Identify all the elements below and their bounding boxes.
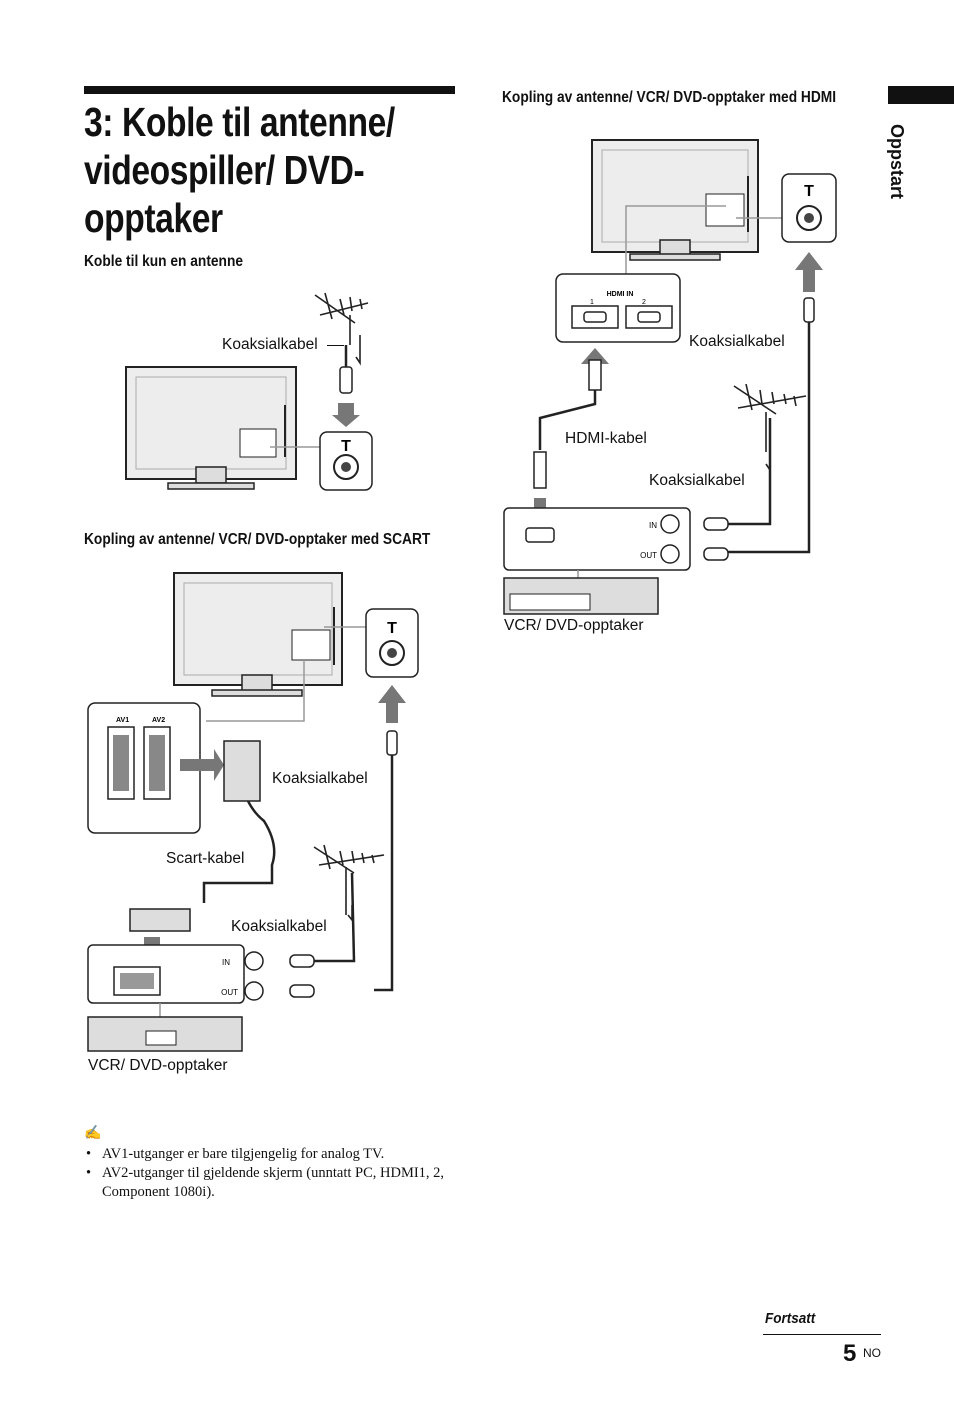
tv-back-icon: [125, 366, 297, 490]
antenna-only-diagram: T: [125, 292, 373, 491]
tv-back-icon: [173, 572, 343, 697]
footer-rule: [763, 1334, 881, 1335]
side-tab-bar: [888, 86, 954, 104]
note-item: AV2-utganger til gjeldende skjerm (unnta…: [84, 1164, 464, 1202]
svg-text:1: 1: [590, 299, 594, 306]
recorder-label-scart: VCR/ DVD-opptaker: [88, 1057, 228, 1074]
recorder-label-hdmi: VCR/ DVD-opptaker: [504, 617, 644, 634]
section-hdmi-heading: Kopling av antenne/ VCR/ DVD-opptaker me…: [502, 89, 837, 106]
svg-text:2: 2: [642, 299, 646, 306]
coax-label-3: Koaksialkabel: [231, 918, 327, 935]
svg-text:HDMI IN: HDMI IN: [607, 291, 634, 298]
page-number: 5: [843, 1340, 857, 1367]
section-antenna-only-heading: Koble til kun en antenne: [84, 253, 244, 270]
coax-label-5: Koaksialkabel: [649, 472, 745, 489]
hdmi-cable-label: HDMI-kabel: [565, 430, 647, 447]
notes: ✍ AV1-utganger er bare tilgjengelig for …: [84, 1124, 464, 1202]
coax-label-4: Koaksialkabel: [689, 333, 785, 350]
svg-text:T: T: [804, 183, 814, 200]
scart-cable-label: Scart-kabel: [166, 850, 245, 867]
scart-diagram: T AV1 AV2 IN OUT: [87, 572, 419, 1052]
svg-text:IN: IN: [222, 958, 230, 967]
svg-text:T: T: [341, 438, 351, 455]
continued-label: Fortsatt: [765, 1310, 816, 1327]
title-rule: [84, 86, 455, 94]
page-language-code: NO: [863, 1346, 881, 1360]
section-scart-heading: Kopling av antenne/ VCR/ DVD-opptaker me…: [84, 531, 431, 548]
tv-back-icon: [591, 139, 759, 261]
side-tab-label: Oppstart: [887, 124, 907, 200]
svg-text:AV2: AV2: [152, 717, 165, 724]
svg-text:OUT: OUT: [640, 551, 657, 560]
coax-label-1: Koaksialkabel: [222, 336, 318, 353]
svg-text:IN: IN: [649, 521, 657, 530]
svg-text:T: T: [387, 620, 397, 637]
coax-label-2: Koaksialkabel: [272, 770, 368, 787]
note-item: AV1-utganger er bare tilgjengelig for an…: [84, 1145, 464, 1164]
note-pencil-icon: ✍: [84, 1126, 102, 1141]
leader-line: [327, 345, 344, 346]
antenna-icon: [314, 292, 369, 366]
svg-text:OUT: OUT: [221, 988, 238, 997]
svg-text:AV1: AV1: [116, 717, 129, 724]
hdmi-diagram: T HDMI IN 1 2 IN OUT: [503, 139, 837, 615]
page-title: 3: Koble til antenne/ videospiller/ DVD-…: [84, 99, 395, 241]
